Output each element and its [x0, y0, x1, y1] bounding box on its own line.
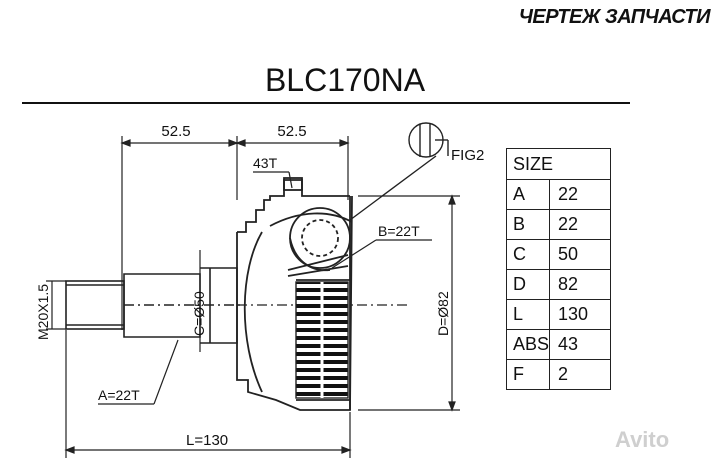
stub-shaft	[65, 267, 240, 344]
spec-key: ABS	[505, 329, 551, 360]
table-row: L 130	[505, 299, 612, 330]
seal-diameter-label: C=Ø50	[191, 291, 207, 336]
inner-spline-label: B=22T	[378, 223, 420, 239]
total-length-label: L=130	[186, 432, 228, 449]
part-number: BLC170NA	[264, 62, 426, 98]
spec-key: C	[505, 239, 551, 270]
dimension-half-right: 52.5	[277, 123, 306, 140]
body-diameter-label: D=Ø82	[435, 291, 451, 336]
thread-label: M20X1.5	[35, 284, 51, 340]
header-title: ЧЕРТЕЖ ЗАПЧАСТИ	[518, 6, 711, 28]
spec-key: B	[505, 209, 551, 240]
spec-value: 22	[549, 179, 612, 210]
spec-table-header: SIZE	[505, 148, 612, 180]
table-row: B 22	[505, 209, 612, 240]
inner-spline-leader	[331, 239, 432, 269]
table-row: ABS 43	[505, 329, 612, 360]
spec-value: 130	[549, 299, 612, 330]
spec-table-header-row: SIZE	[505, 148, 612, 180]
fig2-label: FIG2	[451, 147, 484, 164]
table-row: A 22	[505, 179, 612, 210]
table-row: F 2	[505, 359, 612, 390]
avito-watermark: Avito	[615, 427, 670, 452]
dimension-half-left: 52.5	[161, 123, 190, 140]
spec-key: F	[505, 359, 551, 390]
spec-table: SIZE A 22 B 22 C 50 D 82 L 130 ABS 43 F …	[505, 148, 612, 390]
cv-joint-body	[236, 177, 410, 411]
spec-value: 82	[549, 269, 612, 300]
table-row: C 50	[505, 239, 612, 270]
body-diameter-dimension	[358, 194, 460, 412]
spec-key: L	[505, 299, 551, 330]
outer-spline-leader	[98, 339, 179, 405]
spec-key: A	[505, 179, 551, 210]
spec-value: 22	[549, 209, 612, 240]
total-length-dimension	[64, 330, 352, 458]
thread-dimension	[46, 280, 66, 330]
fig2-callout	[349, 122, 449, 221]
spec-key: D	[505, 269, 551, 300]
spec-value: 50	[549, 239, 612, 270]
spec-value: 43	[549, 329, 612, 360]
table-row: D 82	[505, 269, 612, 300]
outer-spline-label: A=22T	[98, 387, 140, 403]
spec-value: 2	[549, 359, 612, 390]
dimension-half-lengths	[120, 136, 350, 330]
teeth-outer-label: 43T	[253, 155, 278, 171]
